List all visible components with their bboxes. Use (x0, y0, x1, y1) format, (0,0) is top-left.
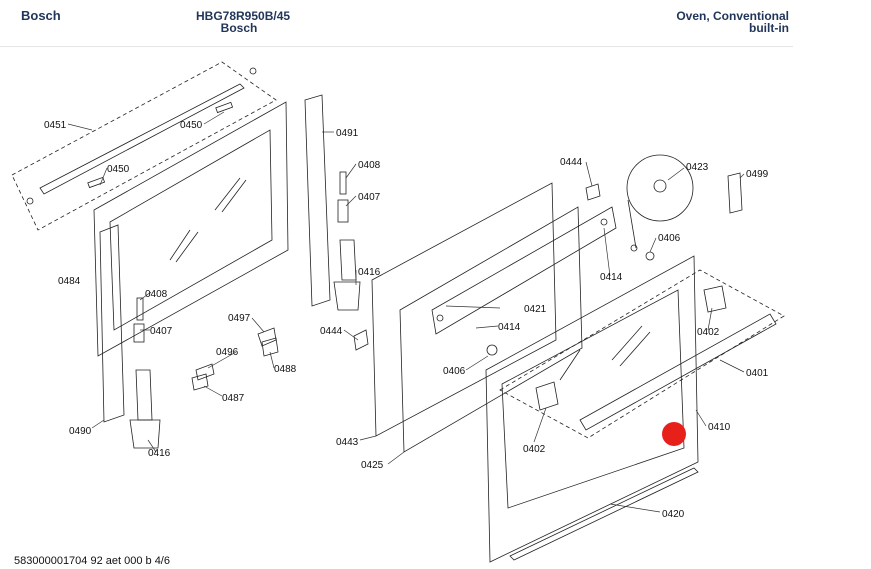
document-code: 583000001704 92 aet 000 b 4/6 (14, 555, 170, 567)
part-label-0451: 0451 (44, 120, 67, 131)
model-block: HBG78R950B/45 Bosch (196, 9, 291, 35)
glass-reflection (559, 325, 651, 381)
left-hinge-base (129, 419, 161, 449)
part-label-0401: 0401 (746, 368, 769, 379)
part-label-0491: 0491 (336, 128, 359, 139)
part-label-0410: 0410 (708, 422, 731, 433)
clip-0444 (353, 329, 369, 351)
part-label-0414: 0414 (600, 272, 623, 283)
part-label-0402: 0402 (523, 444, 546, 455)
disc-0423 (626, 154, 694, 222)
part-label-0408: 0408 (145, 289, 168, 300)
part-label-0425: 0425 (361, 460, 384, 471)
left-hinge (99, 224, 125, 423)
clip (87, 176, 106, 189)
part-label-0414: 0414 (498, 322, 521, 333)
part-label-0423: 0423 (686, 162, 709, 173)
top-rail-kit-outline (11, 61, 277, 231)
handle-bracket-0402 (703, 285, 727, 313)
diagram-drawing (11, 61, 785, 563)
screw (249, 67, 257, 75)
highlight-marker[interactable] (662, 422, 686, 446)
clip-0444 (585, 183, 601, 201)
right-hinge-spring (339, 239, 357, 281)
part-label-0499: 0499 (746, 169, 769, 180)
category-line-1: Oven, Conventional (676, 9, 789, 23)
part-label-0406: 0406 (658, 233, 681, 244)
pin-0408 (339, 171, 347, 195)
bottom-strip-0420 (509, 467, 699, 561)
rail-0421 (431, 206, 617, 335)
handle-bar (579, 313, 777, 431)
clip-0487 (191, 373, 209, 391)
category-line-2: built-in (749, 21, 789, 35)
part-label-0484: 0484 (58, 276, 81, 287)
part-label-0488: 0488 (274, 364, 297, 375)
glass-reflection (169, 177, 247, 263)
screw-0406 (486, 344, 498, 356)
clip-0488 (261, 337, 279, 357)
brand-name: Bosch (21, 8, 61, 23)
pin-0408 (136, 297, 144, 321)
part-label-0487: 0487 (222, 393, 245, 404)
glass-pane-0443 (371, 182, 557, 437)
glass-pane-0425 (399, 206, 583, 453)
left-hinge-spring (135, 369, 153, 421)
hinge-pin-0407 (337, 199, 349, 223)
model-number: HBG78R950B/45 (196, 9, 291, 23)
appliance-category: Oven, Conventional built-in (676, 10, 789, 34)
front-door-panel (485, 255, 699, 563)
left-door-frame (93, 101, 289, 357)
screw (600, 218, 608, 226)
clip-0497 (257, 327, 277, 347)
handle-bracket-0402 (535, 381, 559, 411)
leader-lines (67, 111, 745, 513)
right-hinge (304, 94, 331, 307)
screw (436, 314, 444, 322)
part-label-0402: 0402 (697, 327, 720, 338)
part-label-0444: 0444 (560, 157, 583, 168)
part-label-0496: 0496 (216, 347, 239, 358)
screw-0406 (645, 251, 655, 261)
part-label-0416: 0416 (148, 448, 171, 459)
handle-kit-outline (499, 269, 785, 439)
disc-mount-line (627, 199, 637, 249)
part-label-0421: 0421 (524, 304, 547, 315)
part-label-0407: 0407 (358, 192, 381, 203)
part-label-0444: 0444 (320, 326, 343, 337)
part-label-0420: 0420 (662, 509, 685, 520)
part-label-0443: 0443 (336, 437, 359, 448)
clip (215, 101, 234, 114)
part-label-0406: 0406 (443, 366, 466, 377)
part-label-0408: 0408 (358, 160, 381, 171)
top-rail (39, 83, 245, 195)
part-0499 (727, 172, 743, 214)
part-label-0450: 0450 (107, 164, 130, 175)
part-label-0407: 0407 (150, 326, 173, 337)
hinge-pin-0407 (133, 323, 145, 343)
part-label-0416: 0416 (358, 267, 381, 278)
screw (630, 244, 638, 252)
part-label-0450: 0450 (180, 120, 203, 131)
front-door-window (501, 289, 685, 509)
page-header: Bosch HBG78R950B/45 Bosch Oven, Conventi… (0, 0, 793, 47)
part-label-0490: 0490 (69, 426, 92, 437)
model-brand: Bosch (220, 21, 258, 35)
right-hinge-base (333, 281, 361, 311)
screw (26, 197, 34, 205)
disc-hub (653, 179, 667, 193)
part-label-0497: 0497 (228, 313, 251, 324)
left-door-window (109, 129, 273, 331)
